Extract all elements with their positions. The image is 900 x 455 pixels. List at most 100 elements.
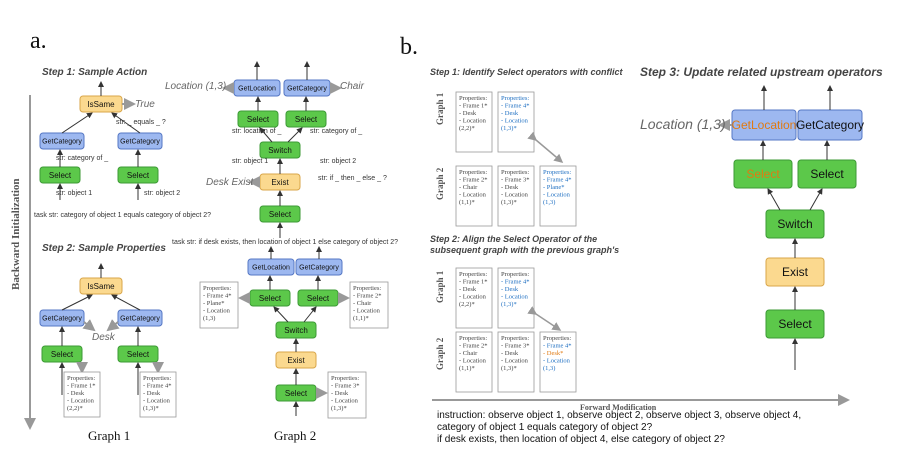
b-s2-g2c-line: Properties:	[543, 335, 571, 342]
g2-prop-right	[349, 281, 389, 329]
b-s2-g2c	[539, 331, 577, 393]
g2-prop-left-line: - Plane*	[203, 300, 224, 307]
b-s2-graph1: Graph 1	[435, 270, 445, 303]
g2-select-bottom-label: Select	[269, 210, 292, 219]
g1b-getcat-right-label: GetCategory	[120, 315, 160, 322]
g1b-gcr-to-issame	[111, 294, 141, 311]
b-s2-g2b-line: - Location	[501, 358, 529, 365]
instruction-line-2: category of object 1 equals category of …	[437, 422, 653, 433]
b-s2-g2c-line: - Frame 4*	[543, 343, 572, 350]
output-location: Location (1,3)	[165, 81, 227, 92]
g2b-getcat-label: GetCategory	[299, 264, 339, 271]
b-step2-title: Step 2: Align the Select Operator of the…	[430, 234, 620, 255]
b-s2-g1a	[455, 267, 493, 329]
b-s2-g1a-line: - Frame 1*	[459, 279, 488, 286]
g1-select-right-label: Select	[127, 171, 150, 180]
g1-prop-left-line: Properties:	[67, 375, 95, 382]
g2b-switch-to-sl	[273, 306, 289, 323]
b-s2-g2a-line: Properties:	[459, 335, 487, 342]
g2-prop-bottom-line: (1,3)*	[331, 405, 347, 412]
b-s2-align-arrow	[527, 306, 562, 331]
b-s2-graph2: Graph 2	[435, 337, 445, 370]
g1b-select-left-label: Select	[51, 350, 74, 359]
a-step2-title: Step 2: Sample Properties	[42, 243, 166, 254]
g2-prop-left-line: - Location	[203, 308, 231, 315]
g1-prop-right-line: (1,3)*	[143, 405, 159, 412]
g1-prop-left-line: (2,2)*	[67, 405, 83, 412]
b-s2-g2c-line: (1,3)	[543, 365, 555, 372]
g1-select-left-label: Select	[49, 171, 72, 180]
str-object2-g1: str: object 2	[144, 190, 181, 197]
b-s1-g2c	[539, 165, 577, 227]
b-s2-g2a-line: - Frame 2*	[459, 343, 488, 350]
b-s2-g1a-line: (2,2)*	[459, 301, 475, 308]
g1-prop-left-line: - Desk	[67, 390, 85, 397]
b-s1-g2b	[497, 165, 535, 227]
b3-switch-label: Switch	[777, 217, 812, 231]
b-s1-g2c-line: - Location	[543, 192, 571, 199]
g1-gcr-to-issame	[111, 112, 141, 134]
b3-select-right-label: Select	[810, 167, 844, 181]
b-s1-g1a-line: Properties:	[459, 95, 487, 102]
b-s1-g2c-line: - Plane*	[543, 184, 564, 191]
b-s1-g1b-line: Properties:	[501, 95, 529, 102]
g1b-select-right-label: Select	[127, 350, 150, 359]
b-s1-g1b-line: - Desk	[501, 110, 519, 117]
b3-getloc-label: GetLocation	[732, 118, 797, 132]
g1-gcl-to-issame	[61, 112, 93, 134]
g1-getcat-left-label: GetCategory	[42, 138, 82, 145]
b3-switch-to-sl	[767, 188, 781, 211]
g1-prop-right-line: Properties:	[143, 375, 171, 382]
g1b-desk-arrow-l	[82, 319, 96, 332]
panel-a-letter: a.	[30, 28, 47, 54]
g2b-exist-label: Exist	[287, 356, 305, 365]
b-s1-g1a	[455, 91, 493, 153]
instruction-line-1: instruction: observe object 1, observe o…	[437, 410, 802, 421]
str-category-of-g2: str: category of _	[310, 128, 363, 135]
b-s1-g2b-line: (1,3)*	[501, 199, 517, 206]
str-category-of: str: category of _	[56, 155, 109, 162]
g2b-switch-label: Switch	[284, 326, 308, 335]
b3-switch-to-sr	[809, 188, 823, 211]
b-s1-g2c-line: (1,3)	[543, 199, 555, 206]
g2-prop-right-line: (1,1)*	[353, 315, 369, 322]
g1b-desk-arrow-r	[106, 319, 120, 332]
str-if-then-else: str: if _ then _ else _ ?	[318, 175, 387, 182]
b-s1-graph1: Graph 1	[435, 92, 445, 125]
b-s1-g2a	[455, 165, 493, 227]
b-s1-g2a-line: (1,1)*	[459, 199, 475, 206]
output-true: True	[135, 99, 155, 110]
b3-exist-label: Exist	[782, 265, 809, 279]
b-s1-g2a-line: - Chair	[459, 184, 478, 191]
a-graph1-label: Graph 1	[88, 428, 131, 443]
b-s2-g1a-line: Properties:	[459, 271, 487, 278]
b-s1-g2a-line: Properties:	[459, 169, 487, 176]
b-s1-g2c-line: - Frame 4*	[543, 177, 572, 184]
b-s2-g1b-line: - Frame 4*	[501, 279, 530, 286]
b-s1-g1b-line: - Frame 4*	[501, 103, 530, 110]
g1b-issame-label: IsSame	[87, 282, 115, 291]
g1-prop-left-line: - Location	[67, 398, 95, 405]
b-s1-conflict-arrow	[527, 131, 564, 163]
b-step3-title: Step 3: Update related upstream operator…	[640, 65, 883, 79]
b-s2-g1b-line: Properties:	[501, 271, 529, 278]
g2b-select-right-label: Select	[307, 294, 330, 303]
b-s1-g1a-line: - Frame 1*	[459, 103, 488, 110]
a-step1-title: Step 1: Sample Action	[42, 67, 148, 78]
b-s1-g2b-line: - Frame 3*	[501, 177, 530, 184]
g2-switch-label: Switch	[268, 146, 292, 155]
panel-b-letter: b.	[400, 34, 418, 60]
g2-prop-right-line: - Chair	[353, 300, 372, 307]
g2-exist-label: Exist	[271, 178, 289, 187]
g1b-getcat-left-label: GetCategory	[42, 315, 82, 322]
b-s2-g2c-line: - Desk*	[543, 350, 563, 357]
b-s1-g2b-line: Properties:	[501, 169, 529, 176]
output-chair: Chair	[340, 81, 364, 92]
g2b-switch-to-sr	[303, 306, 317, 323]
g1-issame-label: IsSame	[87, 100, 115, 109]
b3-select-left-label: Select	[746, 167, 780, 181]
backward-init-label: Backward Initialization	[10, 178, 22, 290]
g1-prop-left-line: - Frame 1*	[67, 383, 96, 390]
